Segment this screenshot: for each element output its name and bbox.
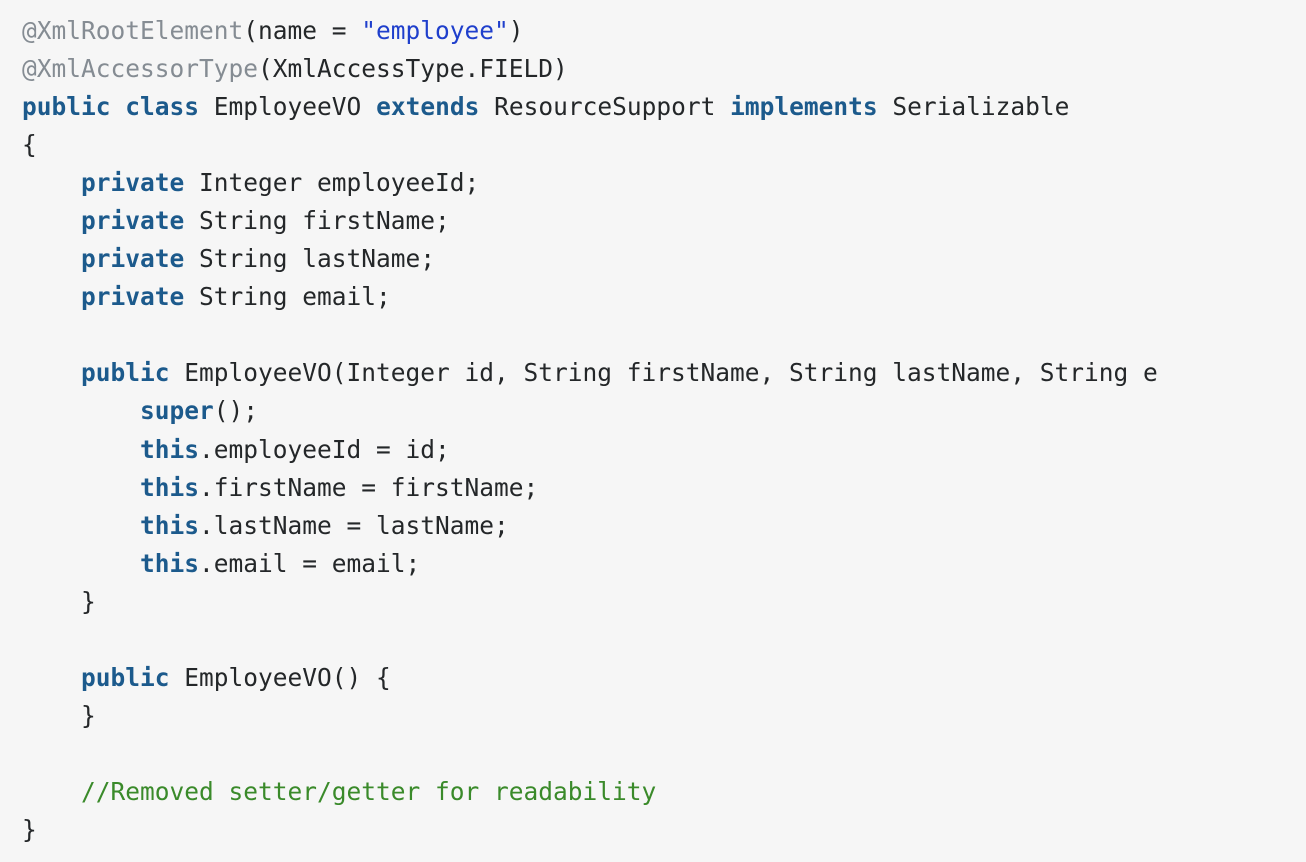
code-token: EmployeeVO() { — [169, 662, 391, 692]
annotation-token: @XmlRootElement — [22, 16, 244, 45]
code-line: this.email = email; — [22, 545, 1306, 583]
code-line: this.firstName = firstName; — [22, 469, 1306, 507]
code-token: { — [22, 130, 37, 160]
code-token — [22, 206, 81, 235]
keyword-token: extends — [376, 92, 480, 122]
keyword-token: private — [81, 244, 185, 274]
keyword-token: public — [81, 358, 170, 388]
code-token: String firstName; — [184, 206, 450, 236]
code-token: Serializable — [877, 92, 1070, 122]
code-token: EmployeeVO(Integer id, String firstName,… — [169, 358, 1158, 388]
code-token: (); — [213, 396, 259, 426]
code-line: this.lastName = lastName; — [22, 507, 1306, 545]
code-line — [22, 316, 1306, 354]
code-token: .firstName = firstName; — [199, 472, 539, 502]
code-line: @XmlAccessorType(XmlAccessType.FIELD) — [22, 50, 1306, 88]
code-token: Integer employeeId; — [184, 168, 480, 198]
code-token — [22, 511, 140, 540]
code-line: public EmployeeVO() { — [22, 659, 1306, 697]
keyword-token: private — [81, 206, 185, 236]
annotation-token: @XmlAccessorType — [22, 54, 259, 84]
code-line: @XmlRootElement(name = "employee") — [22, 12, 1306, 50]
code-token — [22, 435, 140, 464]
code-token — [22, 396, 140, 425]
keyword-token: public — [22, 92, 111, 122]
code-token: .employeeId = id; — [199, 434, 450, 464]
code-line: private String lastName; — [22, 240, 1306, 278]
code-token — [22, 473, 140, 502]
code-token: .email = email; — [199, 548, 421, 578]
keyword-token: this — [140, 510, 200, 540]
code-line: super(); — [22, 392, 1306, 430]
code-token — [22, 663, 81, 692]
code-token: ) — [508, 16, 524, 45]
code-token — [22, 777, 81, 806]
code-line: public class EmployeeVO extends Resource… — [22, 88, 1306, 126]
code-token: EmployeeVO — [199, 92, 377, 122]
code-line: //Removed setter/getter for readability — [22, 773, 1306, 811]
keyword-token: implements — [730, 92, 878, 122]
code-line: public EmployeeVO(Integer id, String fir… — [22, 354, 1306, 392]
code-token — [22, 282, 81, 311]
code-token: ResourceSupport — [479, 92, 731, 122]
code-token — [111, 92, 126, 121]
code-token: String lastName; — [184, 244, 436, 274]
code-line: } — [22, 811, 1306, 849]
keyword-token: class — [125, 92, 200, 122]
code-token — [22, 549, 140, 578]
comment-token: //Removed setter/getter for readability — [81, 776, 657, 806]
keyword-token: this — [140, 548, 200, 578]
keyword-token: super — [140, 396, 214, 426]
code-line: } — [22, 697, 1306, 735]
code-line: } — [22, 583, 1306, 621]
keyword-token: public — [81, 662, 170, 692]
code-token: } — [22, 814, 37, 844]
code-line: { — [22, 126, 1306, 164]
code-token: (name = — [243, 16, 362, 45]
keyword-token: this — [140, 472, 200, 502]
code-token — [22, 358, 81, 387]
code-token — [22, 168, 81, 197]
code-line: private String email; — [22, 278, 1306, 316]
code-token: String email; — [184, 282, 391, 312]
code-line: private Integer employeeId; — [22, 164, 1306, 202]
keyword-token: this — [140, 434, 200, 464]
code-token: } — [22, 700, 96, 730]
code-line: this.employeeId = id; — [22, 431, 1306, 469]
code-token: (XmlAccessType.FIELD) — [258, 54, 568, 84]
code-line: private String firstName; — [22, 202, 1306, 240]
keyword-token: private — [81, 282, 185, 312]
code-token: } — [22, 586, 96, 616]
code-line — [22, 735, 1306, 773]
string-token: "employee" — [361, 16, 509, 45]
keyword-token: private — [81, 168, 185, 198]
code-token: .lastName = lastName; — [199, 510, 509, 540]
code-line — [22, 621, 1306, 659]
code-token — [22, 244, 81, 273]
